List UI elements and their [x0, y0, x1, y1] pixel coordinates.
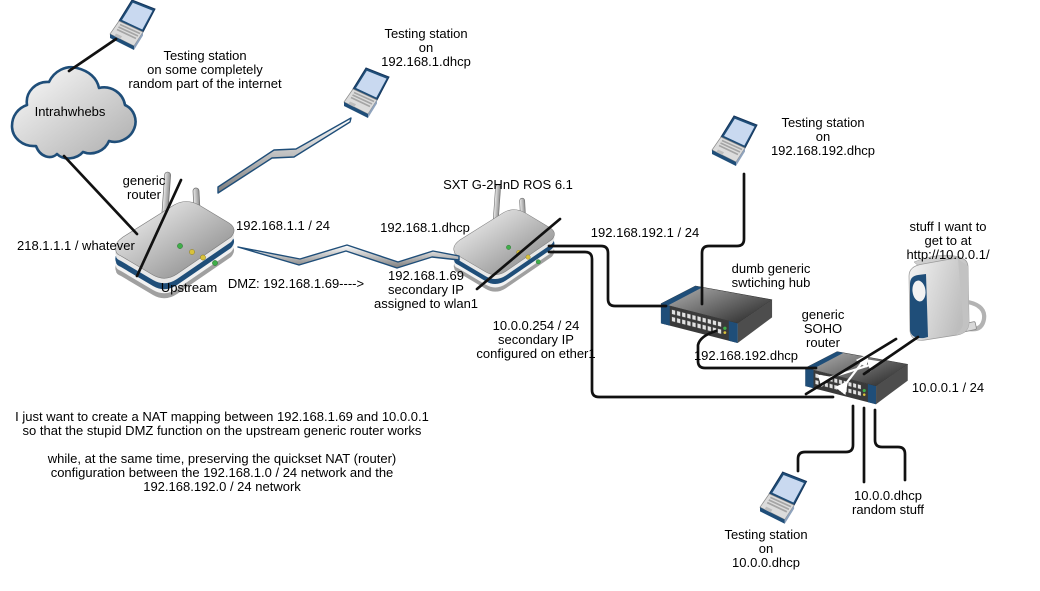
label-soho-name: generic SOHO router [801, 307, 845, 350]
label-soho-lan-ip: 10.0.0.1 / 24 [911, 380, 985, 395]
label-hub-link-ip: 192.168.192.dhcp [693, 348, 799, 363]
label-testing-station-lan192: Testing station on 192.168.192.dhcp [770, 115, 876, 158]
label-hub-name: dumb generic swtiching hub [731, 261, 811, 290]
label-generic-router: generic router [122, 173, 166, 202]
label-sxt-ether1-secondary: 10.0.0.254 / 24 secondary IP configured … [476, 318, 596, 361]
cable-hub-soho [696, 329, 818, 370]
label-testing-station-internet: Testing station on some completely rando… [128, 48, 282, 91]
label-testing-station-lan10: Testing station on 10.0.0.dhcp [724, 527, 808, 570]
cable-laptop-cloud [67, 37, 118, 73]
strike-line-soho [804, 337, 898, 396]
label-testing-station-lan1: Testing station on 192.168.1.dhcp [381, 26, 471, 69]
wireless-link-upstream-laptop [217, 117, 352, 194]
label-sxt-lan-ip: 192.168.192.1 / 24 [590, 225, 700, 240]
cable-soho-client2 [873, 408, 907, 482]
label-soho-clients: 10.0.0.dhcp random stuff [851, 488, 925, 517]
strike-line-sxt [475, 217, 562, 291]
cable-cloud-upstream [62, 154, 139, 236]
label-annotation: I just want to create a NAT mapping betw… [15, 409, 429, 494]
label-upstream-name: Upstream [160, 280, 218, 295]
wireless-link-upstream-sxt [237, 244, 460, 269]
label-sxt-wlan-ip: 192.168.1.dhcp [380, 220, 470, 235]
cable-soho-drive [862, 335, 920, 376]
strike-line-upstream [135, 178, 183, 278]
label-wan-ip: 218.1.1.1 / whatever [17, 238, 135, 253]
cable-laptop-hub [700, 172, 746, 306]
label-sxt-name: SXT G-2HnD ROS 6.1 [443, 177, 573, 192]
label-sxt-wlan-secondary: 192.168.1.69 secondary IP assigned to wl… [373, 268, 479, 311]
cloud-shape [10, 65, 137, 160]
label-dmz: DMZ: 192.168.1.69----> [227, 276, 365, 291]
cable-soho-laptop [796, 404, 855, 473]
label-upstream-lan-ip: 192.168.1.1 / 24 [236, 218, 330, 233]
cable-sxt-hub [547, 244, 668, 308]
cable-sxt-soho [547, 250, 835, 399]
label-cloud: Intrahwhebs [34, 104, 106, 119]
internet-cloud [10, 65, 137, 160]
external-drive-icon [908, 255, 987, 341]
label-storage-note: stuff I want to get to at http://10.0.0.… [906, 219, 990, 262]
